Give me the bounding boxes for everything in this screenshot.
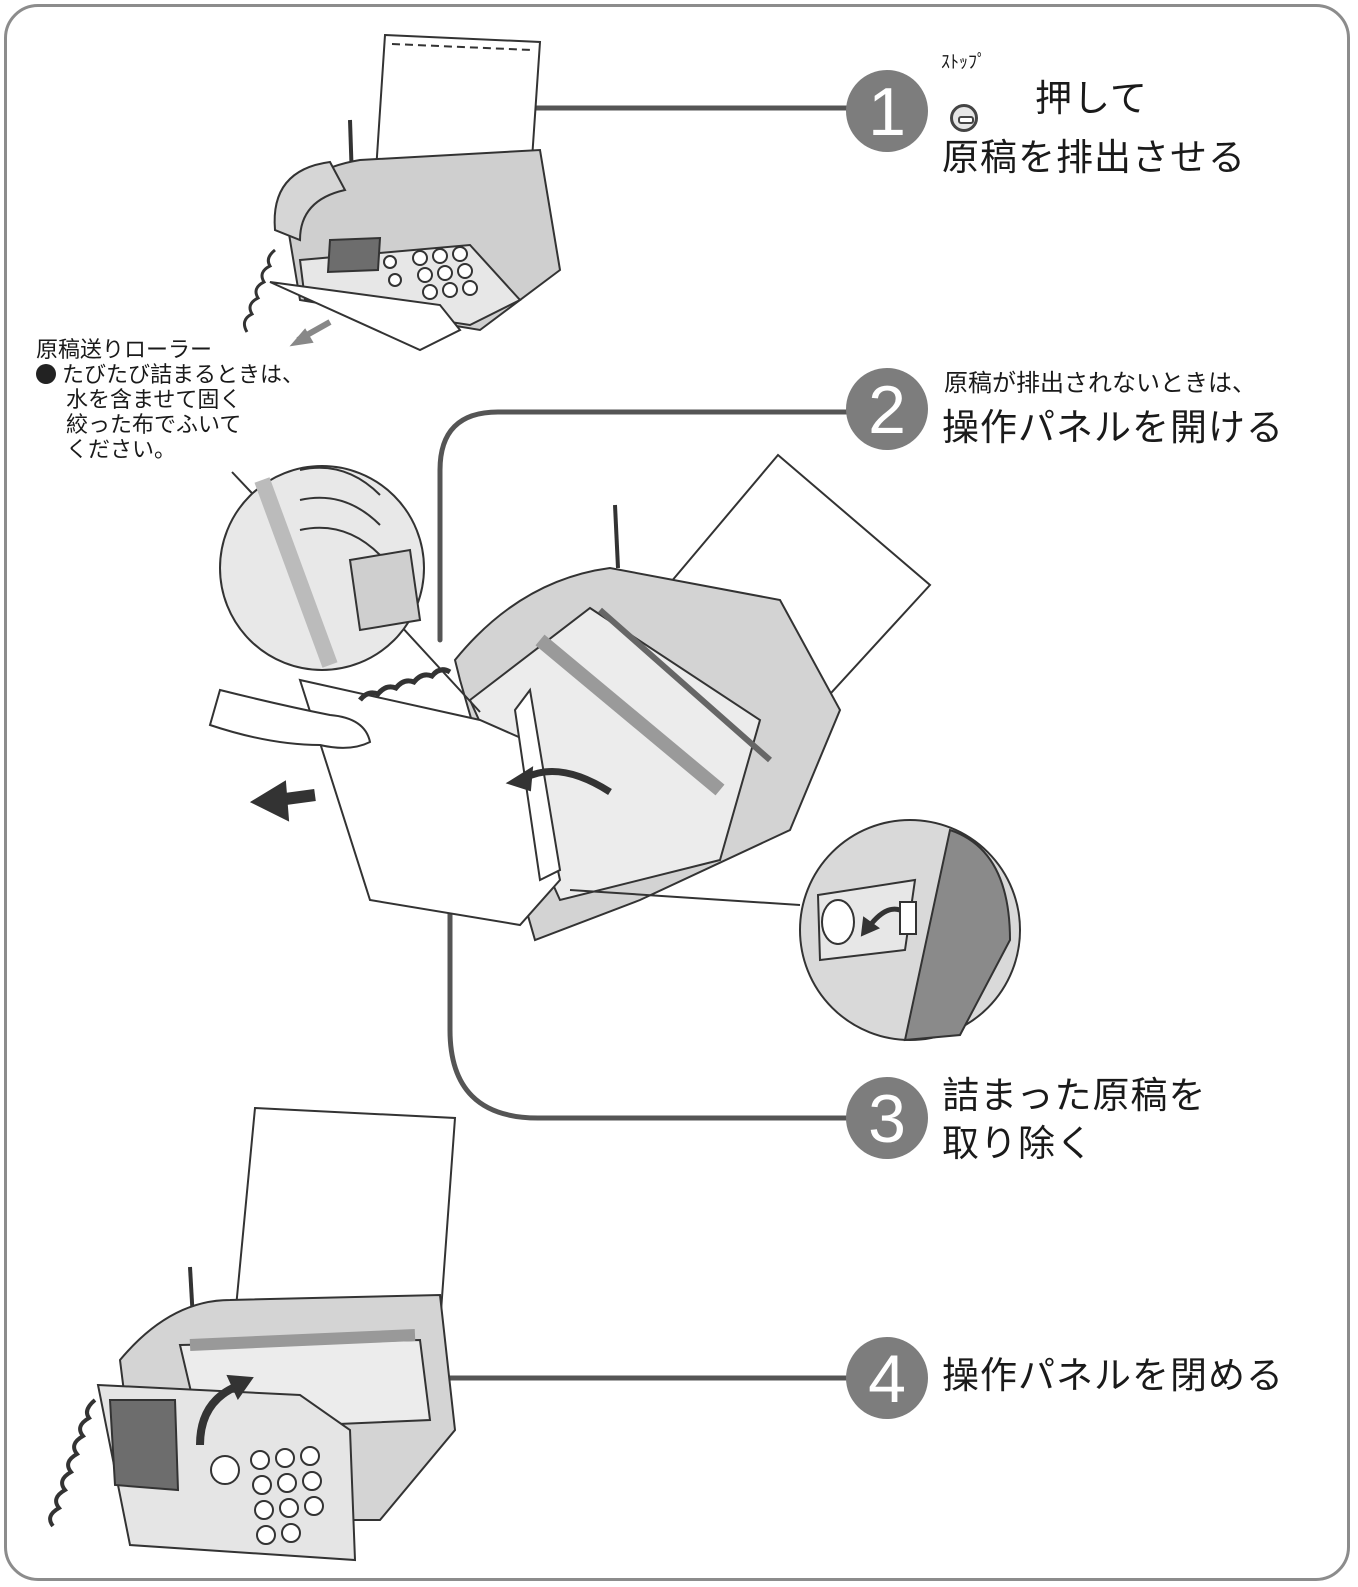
fax-illustration-step2-3: [208, 453, 932, 942]
roller-note-title: 原稿送りローラー: [36, 338, 213, 363]
step1-line2: 原稿を排出させる: [942, 136, 1246, 179]
fax-illustration-step1: [242, 33, 562, 352]
roller-zoom-circle: [219, 465, 481, 713]
leader-line-step2: [437, 409, 851, 643]
step2-note: 原稿が排出されないときは、: [944, 369, 1256, 397]
roller-note-line2: 水を含ませて固く: [66, 388, 242, 413]
stop-button-icon: [950, 104, 978, 132]
roller-note-line4: ください。: [66, 438, 177, 463]
step2-number-badge: 2: [846, 368, 928, 450]
step3-line1: 詰まった原稿を: [942, 1074, 1207, 1117]
stop-button-ruby: ｽﾄｯﾌﾟ: [941, 52, 986, 73]
step1-line1: 押して: [1035, 77, 1148, 120]
roller-note-line3: 絞った布でふいて: [66, 413, 242, 438]
bullet-icon: [36, 364, 56, 384]
fax-illustration-step4: [48, 1106, 457, 1562]
lever-zoom-circle: [569, 819, 1021, 1042]
step4-number-badge: 4: [846, 1337, 928, 1419]
step3-number-badge: 3: [846, 1077, 928, 1159]
roller-note: 原稿送りローラー たびたび詰まるときは、 水を含ませて固く 絞った布でふいて く…: [36, 338, 304, 463]
leader-line-step3: [447, 839, 851, 1121]
step1-number-badge: 1: [846, 70, 928, 152]
roller-note-line1: たびたび詰まるときは、: [62, 363, 305, 388]
step4-line1: 操作パネルを閉める: [942, 1354, 1284, 1397]
step2-line1: 操作パネルを開ける: [942, 406, 1284, 449]
step3-line2: 取り除く: [942, 1122, 1094, 1165]
